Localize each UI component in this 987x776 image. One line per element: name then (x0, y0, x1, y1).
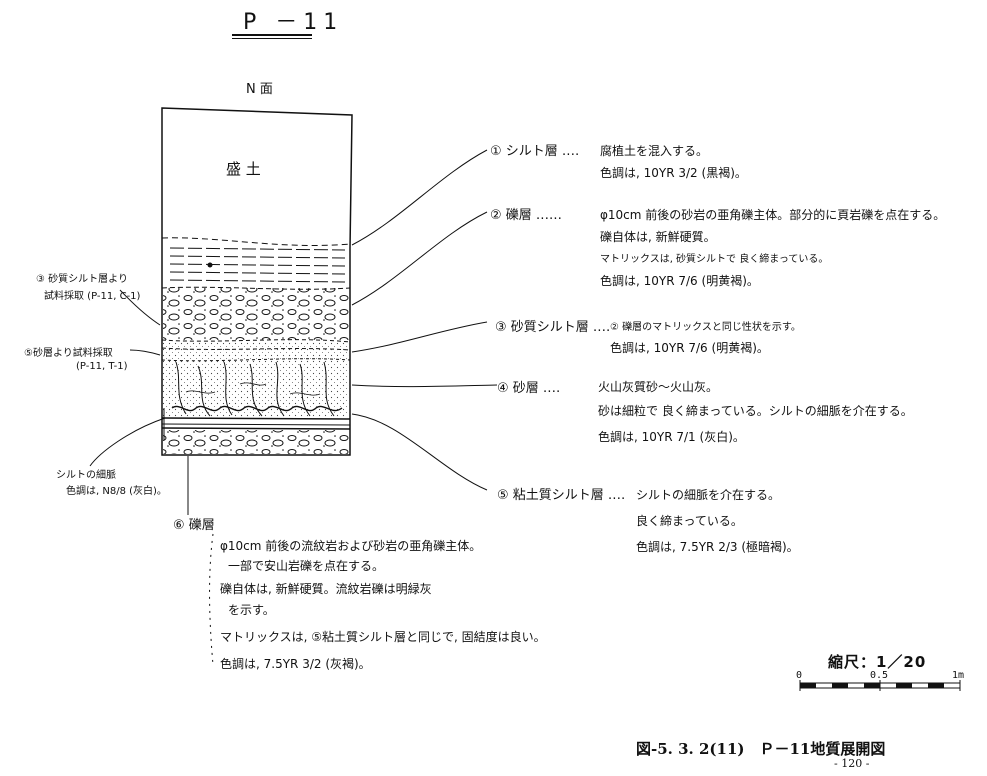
layer-6-gravel (163, 430, 349, 454)
face-label: N 面 (246, 82, 273, 97)
layer-1-heading: ① シルト層 ‥‥ (490, 144, 580, 159)
scale-tick-label: 1m (952, 670, 965, 681)
column-outline (161, 107, 353, 456)
layer-4-sand (163, 360, 349, 418)
layer-4-note: 火山灰質砂～火山灰。 (598, 380, 719, 394)
figure-caption: 図-5. 3. 2(11) Ｐ－11地質展開図 (636, 740, 886, 758)
layer-3-sandy-silt (161, 339, 351, 362)
layer-5-note: 良く締まっている。 (636, 514, 743, 528)
layer-3-note: 色調は, 10YR 7/6 (明黄褐)。 (610, 341, 769, 355)
layer-6-note: マトリックスは, ⑤粘土質シルト層と同じで, 固結度は良い。 (220, 630, 546, 644)
layer-6-heading: ⑥ 礫層 (173, 518, 215, 533)
page-number: - 120 - (834, 757, 870, 770)
layer-3-note: ② 礫層のマトリックスと同じ性状を示す。 (610, 322, 801, 333)
sample-note: ③ 砂質シルト層より (36, 274, 128, 285)
title-underline (232, 34, 312, 36)
layer-1-silt (161, 237, 351, 283)
layer-6-note: 礫自体は, 新鮮硬質。流紋岩礫は明緑灰 (220, 582, 432, 596)
layer-3-heading: ③ 砂質シルト層 ‥‥ (495, 320, 611, 335)
layer-2-note: 礫自体は, 新鮮硬質。 (600, 230, 716, 244)
layer-6-note: 一部で安山岩礫を点在する。 (228, 559, 385, 573)
layer-5-heading: ⑤ 粘土質シルト層 ‥‥ (497, 488, 626, 503)
layer-2-note: φ10cm 前後の砂岩の亜角礫主体。部分的に頁岩礫を点在する。 (600, 208, 946, 222)
layer-1-note: 腐植土を混入する。 (600, 144, 709, 158)
layer-2-note: マトリックスは, 砂質シルトで 良く締まっている。 (600, 254, 829, 265)
layer-4-heading: ④ 砂層 ‥‥ (497, 381, 561, 396)
fill-label: 盛 土 (226, 160, 261, 178)
layer-6-note: を示す。 (228, 603, 275, 617)
layer-4-note: 色調は, 10YR 7/1 (灰白)。 (598, 430, 745, 444)
layer-1-note: 色調は, 10YR 3/2 (黒褐)。 (600, 166, 747, 180)
scale-tick-label: 0 (796, 670, 803, 681)
layer-5-note: シルトの細脈を介在する。 (636, 488, 781, 502)
vein-note: 色調は, N8/8 (灰白)。 (66, 486, 167, 497)
layer-5-clayey-silt (161, 417, 351, 430)
layer-6-note: φ10cm 前後の流紋岩および砂岩の亜角礫主体。 (220, 539, 482, 553)
scale-bar (799, 680, 961, 691)
vein-note: シルトの細脈 (56, 470, 116, 481)
scale-tick-label: 0.5 (870, 670, 889, 681)
layer-4-note: 砂は細粒で 良く締まっている。シルトの細脈を介在する。 (598, 404, 913, 418)
title-underline-thin (232, 38, 312, 39)
sample-note: (P-11, T-1) (76, 361, 128, 372)
sample-note: 試料採取 (P-11, C-1) (44, 291, 141, 302)
leader-lines (89, 149, 498, 515)
layer-2-gravel (163, 288, 349, 340)
layer-2-note: 色調は, 10YR 7/6 (明黄褐)。 (600, 274, 759, 288)
scale-label: 縮尺：1／20 (828, 653, 927, 671)
layer-6-note: 色調は, 7.5YR 3/2 (灰褐)。 (220, 657, 371, 671)
sample-note: ⑤砂層より試料採取 (24, 348, 113, 359)
figure-title: P －11 (243, 10, 344, 35)
layer-2-heading: ② 礫層 ‥‥‥ (490, 208, 562, 223)
layer-5-note: 色調は, 7.5YR 2/3 (極暗褐)。 (636, 540, 799, 554)
